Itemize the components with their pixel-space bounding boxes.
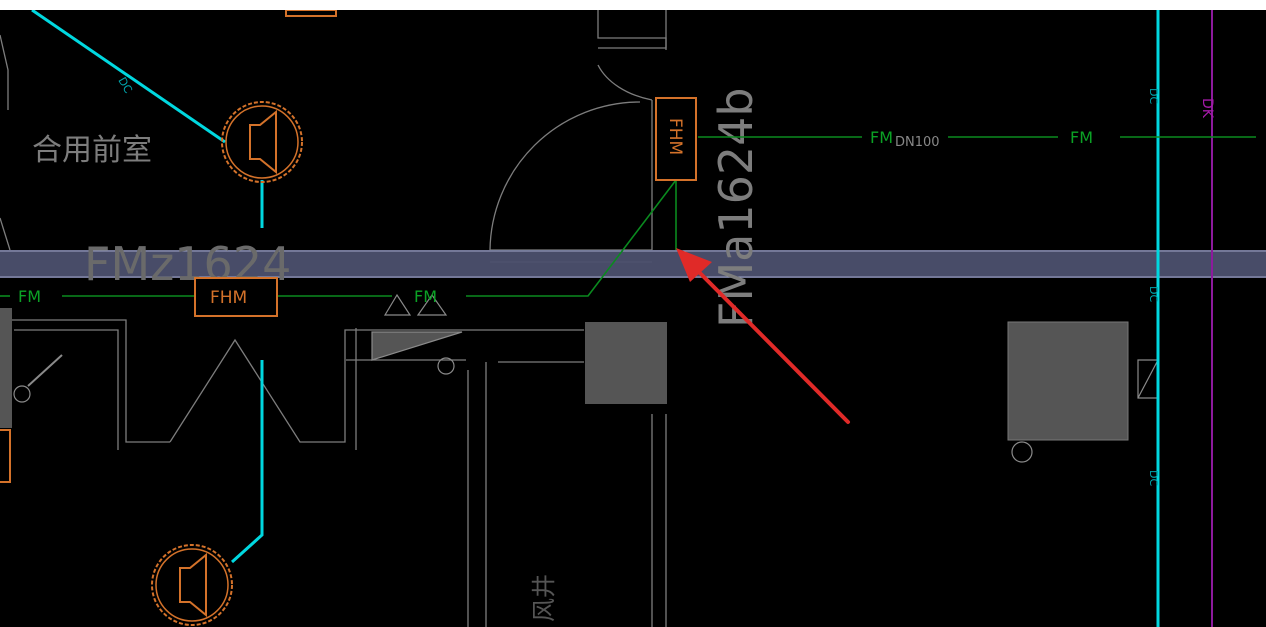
svg-text:FM: FM: [18, 287, 41, 306]
fm-labels: FM FM FM FM: [18, 128, 1093, 306]
equipment-box-left: [585, 322, 667, 404]
drawing-background: [0, 10, 1266, 627]
orange-edge-box: [0, 429, 11, 483]
svg-text:FM: FM: [870, 128, 893, 147]
svg-text:DC: DC: [1147, 286, 1160, 302]
green-pipes: [0, 136, 1256, 297]
orange-partial-box: [285, 10, 337, 17]
svg-text:FHM: FHM: [210, 288, 247, 308]
svg-text:FM: FM: [1070, 128, 1093, 147]
cad-viewport[interactable]: 合用前室 FMz1624 FMa1624b 风井 DC DC DC DC DK …: [0, 10, 1266, 627]
red-arrow-icon: [676, 248, 850, 424]
speaker-icon[interactable]: [151, 544, 233, 626]
speaker-icon[interactable]: [221, 101, 303, 183]
fhm-box-horizontal[interactable]: FHM: [194, 277, 278, 317]
room-label: 合用前室: [32, 133, 152, 168]
cyan-pipes: [31, 10, 1160, 627]
highlight-band: [0, 250, 1266, 278]
svg-text:FM: FM: [414, 287, 437, 306]
equipment-box-right: [1007, 321, 1129, 441]
pipe-size-label: DN100: [895, 135, 940, 150]
shaft-label: 风井: [530, 574, 558, 622]
svg-text:DC: DC: [1147, 88, 1160, 104]
equipment-box-edge: [0, 308, 12, 428]
fhm-box-vertical[interactable]: FHM: [655, 97, 697, 181]
door-tag-right: FMa1624b: [709, 87, 763, 328]
architecture-walls: [0, 10, 667, 627]
valve-symbols: [13, 293, 1159, 463]
cad-drawing[interactable]: 合用前室 FMz1624 FMa1624b 风井 DC DC DC DC DK …: [0, 10, 1266, 627]
svg-text:DC: DC: [1147, 470, 1160, 486]
svg-text:FHM: FHM: [665, 118, 685, 155]
dk-label: DK: [1199, 98, 1215, 119]
